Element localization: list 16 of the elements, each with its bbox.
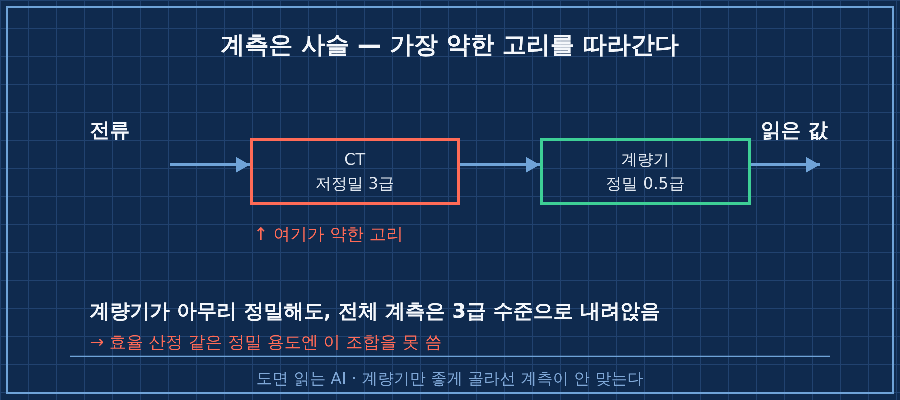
caption: 도면 읽는 AI · 계량기만 좋게 골라선 계측이 안 맞는다	[256, 368, 644, 390]
title: 계측은 사슬 — 가장 약한 고리를 따라간다	[220, 30, 680, 60]
process-box	[540, 138, 751, 205]
arrow	[170, 157, 250, 173]
box-heading: CT	[344, 150, 366, 170]
box-text: 정밀 0.5급	[606, 174, 685, 194]
output-label: 읽은 값	[761, 118, 828, 143]
input-label: 전류	[90, 118, 130, 143]
arrow	[460, 157, 540, 173]
box-text: 저정밀 3급	[315, 174, 395, 194]
annotation-text: ↑ 여기가 약한 고리	[254, 224, 404, 246]
process-box	[250, 138, 460, 205]
box-heading: 계량기	[622, 150, 670, 170]
note-text: → 효율 산정 같은 정밀 용도엔 이 조합을 못 씀	[90, 332, 442, 354]
conclusion-text: 계량기가 아무리 정밀해도, 전체 계측은 3급 수준으로 내려앉음	[90, 299, 660, 324]
arrow	[751, 157, 820, 173]
